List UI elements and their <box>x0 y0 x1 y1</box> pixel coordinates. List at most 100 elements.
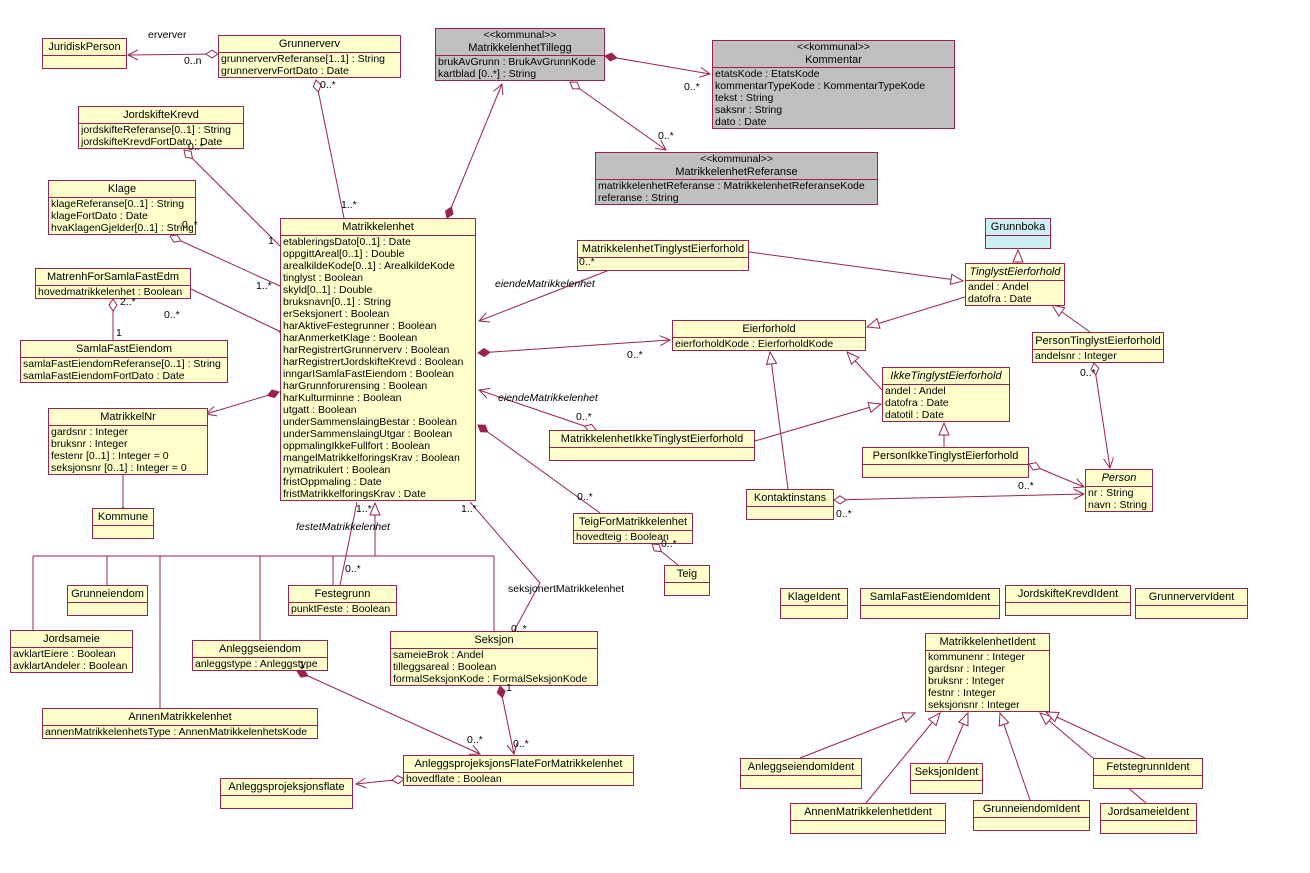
attribute: harRegistrertGrunnerverv : Boolean <box>283 344 450 356</box>
class-matrikkelenhettinglysteierforhold[interactable]: MatrikkelenhetTinglystEierforhold <box>577 240 749 271</box>
multiplicity-label: 0..* <box>627 349 643 361</box>
class-name: AnnenMatrikkelenhetIdent <box>804 806 932 818</box>
class-annenmatrikkelenhetident[interactable]: AnnenMatrikkelenhetIdent <box>790 803 946 834</box>
class-personikketinglysteierforhold[interactable]: PersonIkkeTinglystEierforhold <box>862 447 1029 478</box>
attribute: hvaKlagenGjelder[0..1] : String <box>51 222 193 234</box>
edge <box>126 49 219 61</box>
edge <box>865 711 941 804</box>
class-klageident[interactable]: KlageIdent <box>780 588 848 619</box>
class-name: JuridiskPerson <box>48 41 121 53</box>
attribute: bruksnr : Integer <box>51 438 128 450</box>
multiplicity-label: 1 <box>299 659 305 671</box>
class-jordskiftekrevdident[interactable]: JordskifteKrevdIdent <box>1005 585 1131 616</box>
stereotype-label: <<kommunal>> <box>700 153 773 165</box>
attribute: underSammenslaingUtgar : Boolean <box>283 428 453 440</box>
attribute: hovedteig : Boolean <box>576 531 669 543</box>
class-fetstegrunnident[interactable]: FetstegrunnIdent <box>1093 758 1203 789</box>
attribute: kommentarTypeKode : KommentarTypeKode <box>715 80 926 92</box>
class-jordsameieident[interactable]: JordsameieIdent <box>1100 803 1197 834</box>
attribute: anleggstype : Anleggstype <box>195 658 318 670</box>
attribute: tinglyst : Boolean <box>283 272 363 284</box>
class-kommune[interactable]: Kommune <box>92 508 154 539</box>
class-name: Grunnboka <box>990 221 1046 233</box>
edge <box>604 52 712 78</box>
class-grunneiendom[interactable]: Grunneiendom <box>67 585 148 616</box>
class-name: MatrikkelenhetIdent <box>939 636 1036 648</box>
attribute: grunnervervReferanse[1..1] : String <box>221 53 386 65</box>
attribute: underSammenslaingBestar : Boolean <box>283 416 457 428</box>
attribute: andelsnr : Integer <box>1035 350 1117 362</box>
class-name: MatrikkelenhetIkkeTinglystEierforhold <box>560 433 744 445</box>
attribute: dato : Date <box>715 116 767 128</box>
class-grunnboka[interactable]: Grunnboka <box>985 218 1051 249</box>
class-seksjonident[interactable]: SeksjonIdent <box>910 763 983 794</box>
attribute: datofra : Date <box>885 397 949 409</box>
class-teig[interactable]: Teig <box>664 565 710 596</box>
multiplicity-label: 0..* <box>684 81 700 93</box>
attribute: seksjonsnr [0..1] : Integer = 0 <box>51 462 187 474</box>
attributes-compartment <box>791 820 945 833</box>
attributes-compartment: punktFeste : Boolean <box>289 602 396 615</box>
attribute: tilleggsareal : Boolean <box>393 661 497 673</box>
multiplicity-label: 0..* <box>164 309 180 321</box>
class-kontaktinstans[interactable]: Kontaktinstans <box>746 489 834 520</box>
edge <box>833 488 1086 505</box>
attribute: harKulturminne : Boolean <box>283 392 402 404</box>
class-anleggseiendomident[interactable]: AnleggseiendomIdent <box>740 758 862 789</box>
class-juridiskperson[interactable]: JuridiskPerson <box>42 38 127 69</box>
class-name: Kommune <box>97 511 149 523</box>
attribute: samlaFastEiendomFortDato : Date <box>23 370 185 382</box>
class-matrikkelenhetikketinglysteierforhold[interactable]: MatrikkelenhetIkkeTinglystEierforhold <box>549 430 755 461</box>
attribute: erSeksjonert : Boolean <box>283 308 390 320</box>
multiplicity-label: 1..* <box>461 503 477 515</box>
edge <box>1044 711 1146 759</box>
multiplicity-label: 0..* <box>576 411 592 423</box>
multiplicity-label: 0..* <box>1018 480 1034 492</box>
attributes-compartment: hovedteig : Boolean <box>574 530 692 543</box>
class-grunnervervident[interactable]: GrunnervervIdent <box>1135 588 1248 619</box>
attribute: referanse : String <box>598 192 679 204</box>
class-anleggsprojeksjonsflate[interactable]: Anleggsprojeksjonsflate <box>220 778 353 809</box>
class-persontinglysteierforhold[interactable]: PersonTinglystEierforhold andelsnr : Inte… <box>1032 332 1164 363</box>
class-grunneiendomident[interactable]: GrunneiendomIdent <box>973 800 1090 831</box>
class-anleggsprojeksjonsflateformatrikkelenhet[interactable]: AnleggsprojeksjonsFlateForMatrikkelenhet… <box>403 755 634 786</box>
edge <box>477 268 613 323</box>
class-name: Matrikkelenhet <box>342 221 414 233</box>
class-name: Jordsameie <box>43 633 100 645</box>
edge <box>1090 362 1114 470</box>
class-name: SamlaFastEiendom <box>76 343 172 355</box>
attribute: datotil : Date <box>885 409 944 421</box>
multiplicity-label: 0..* <box>661 538 677 550</box>
edge <box>296 669 482 755</box>
class-name: MatrikkelenhetReferanse <box>675 166 798 178</box>
class-samlafasteiendomident[interactable]: SamlaFastEiendomIdent <box>860 588 1000 619</box>
attribute: inngarISamlaFastEiendom : Boolean <box>283 368 455 380</box>
attribute: etatsKode : EtatsKode <box>715 68 820 80</box>
class-name: PersonTinglystEierforhold <box>1035 335 1161 347</box>
